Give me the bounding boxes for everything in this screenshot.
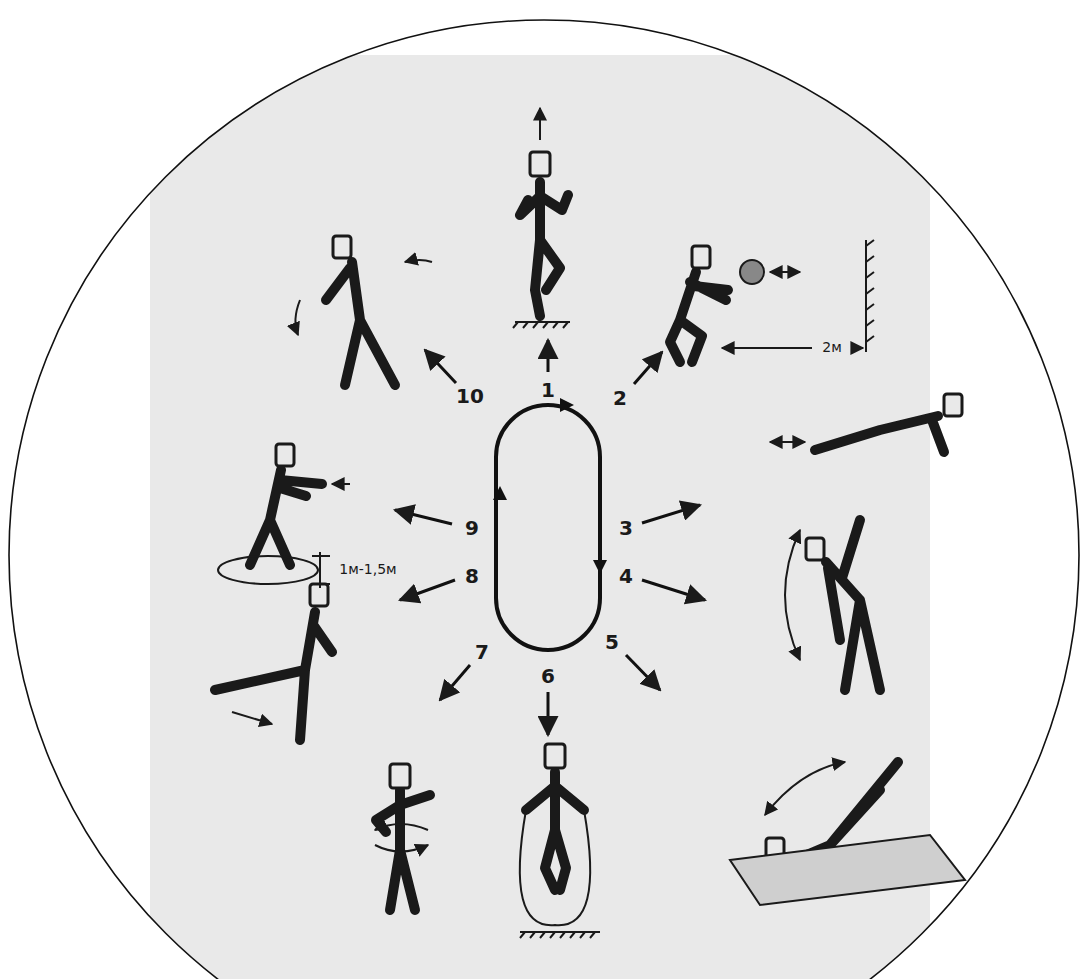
dimension-label: 1м-1,5м <box>337 562 398 577</box>
station-number: 9 <box>463 517 481 539</box>
station-rays <box>395 340 705 735</box>
station-number: 10 <box>454 385 486 407</box>
frame-circle <box>9 20 1079 979</box>
figure-heads <box>276 152 962 860</box>
station-number: 5 <box>603 631 621 653</box>
track-arrows <box>493 398 607 574</box>
track-oval <box>496 405 600 650</box>
props <box>218 108 965 938</box>
station-number: 1 <box>539 379 557 401</box>
station-number: 4 <box>617 565 635 587</box>
station-number: 7 <box>473 641 491 663</box>
station-number: 2 <box>611 387 629 409</box>
station-number: 6 <box>539 665 557 687</box>
photo-ground <box>150 55 930 979</box>
station-number: 3 <box>617 517 635 539</box>
figures <box>215 182 944 910</box>
station-number: 8 <box>463 565 481 587</box>
dimension-label: 2м <box>820 340 843 355</box>
